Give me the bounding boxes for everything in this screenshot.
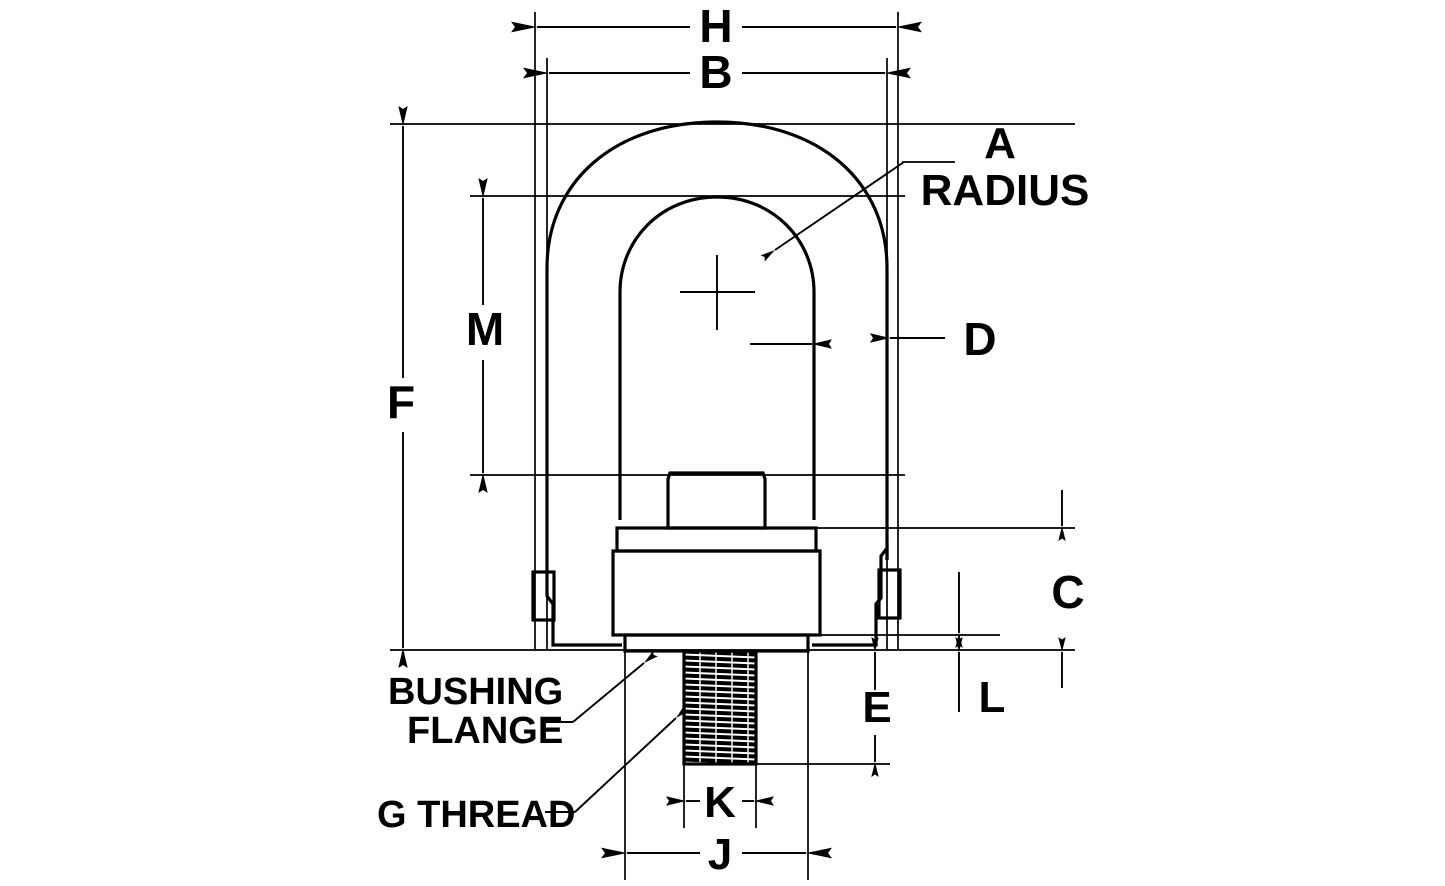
dim-label-m: M bbox=[466, 303, 504, 355]
dim-label-c: C bbox=[1051, 566, 1084, 618]
dimension-lines bbox=[398, 21, 1066, 859]
dim-label-e: E bbox=[862, 683, 891, 732]
annotation-bushing-line2: FLANGE bbox=[407, 710, 563, 752]
radius-center-mark bbox=[680, 255, 755, 330]
shackle-outer-profile bbox=[545, 120, 889, 560]
annotation-texts: BUSHING FLANGE G THREAD bbox=[377, 671, 575, 836]
annotation-bushing-line1: BUSHING bbox=[388, 671, 563, 713]
left-retaining-pin bbox=[531, 570, 556, 622]
dim-label-l: L bbox=[979, 673, 1006, 722]
dim-label-b: B bbox=[699, 46, 732, 98]
dim-label-j: J bbox=[708, 830, 732, 879]
dimension-label-texts: H B A RADIUS M F D C E L K J bbox=[387, 0, 1089, 879]
dim-label-a-radius: RADIUS bbox=[921, 166, 1090, 215]
annotation-g-thread: G THREAD bbox=[377, 794, 575, 836]
dim-label-d: D bbox=[963, 313, 996, 365]
right-retaining-pin bbox=[877, 568, 902, 620]
leader-a-radius bbox=[760, 161, 905, 262]
dim-label-h: H bbox=[699, 0, 732, 52]
leader-g-thread bbox=[574, 705, 690, 813]
shackle-inner-profile bbox=[618, 195, 816, 520]
dim-label-k: K bbox=[704, 778, 736, 827]
leader-bushing-flange bbox=[572, 650, 658, 723]
dim-label-f: F bbox=[387, 376, 415, 428]
thread-hatching bbox=[684, 651, 756, 764]
dim-label-a: A bbox=[984, 119, 1016, 168]
extension-lines bbox=[390, 12, 1075, 880]
